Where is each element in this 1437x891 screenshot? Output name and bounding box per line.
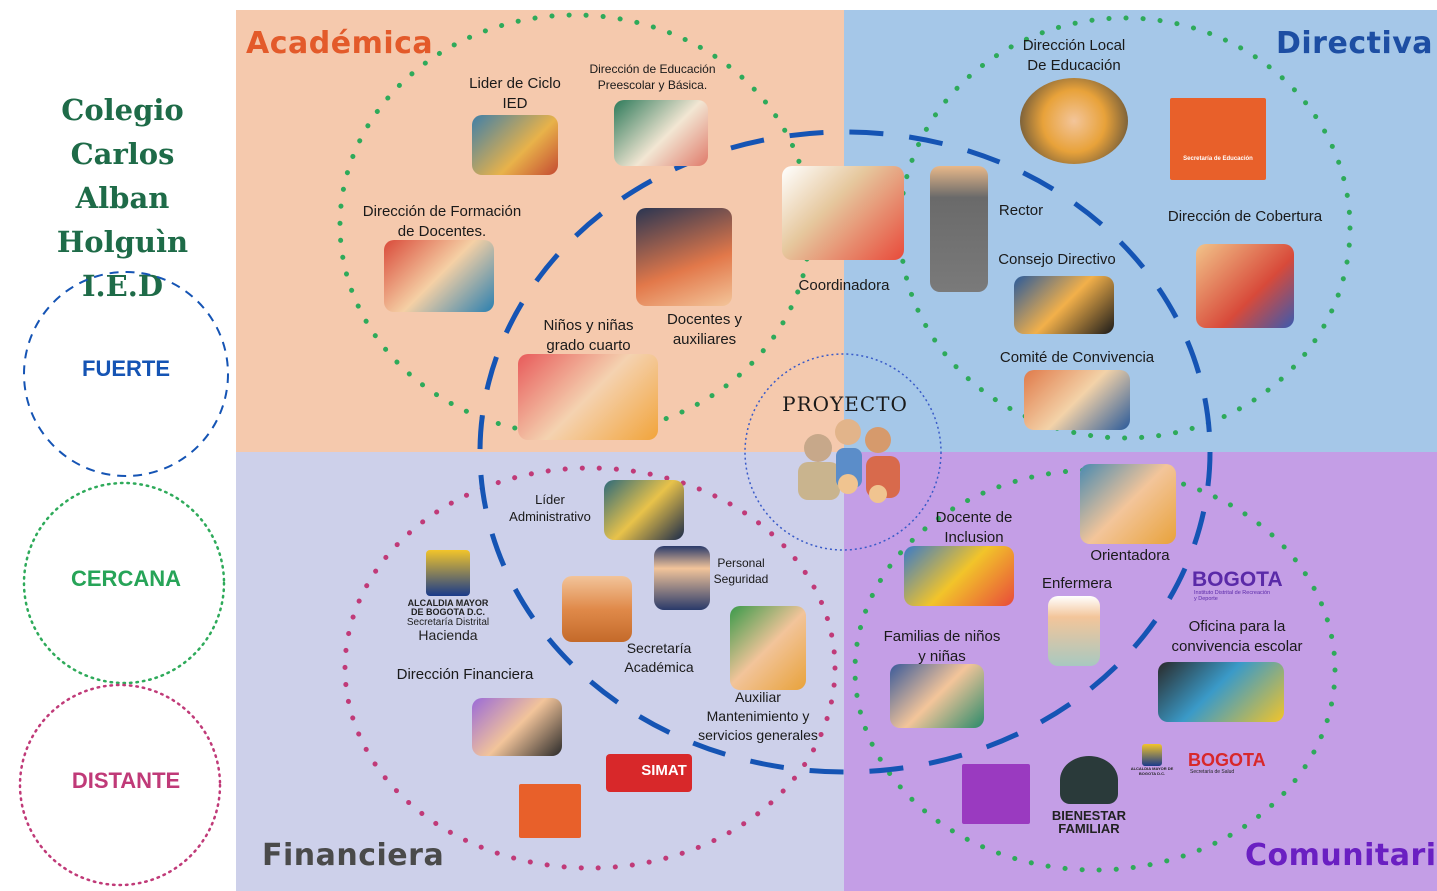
center-project-circle — [744, 353, 942, 551]
office-worker-icon — [614, 100, 708, 166]
legend-distant-label: DISTANTE — [71, 768, 181, 793]
sed-logo-icon — [1170, 98, 1266, 180]
school-name-line-2: Carlos — [70, 137, 175, 171]
bogota-salud-subtitle: Secretaría de Salud — [1190, 769, 1235, 775]
actor-enfermera: Enfermera — [1041, 575, 1113, 592]
bogota-idrd-logo: BOGOTA — [1192, 568, 1283, 591]
actor-coordinadora: Coordinadora — [798, 277, 890, 294]
actor-dir-local: Dirección Local De Educación — [1022, 37, 1126, 75]
legend-strong-shape — [23, 271, 229, 477]
simat-logo-icon — [606, 754, 692, 792]
quadrant-title-financiera: Financiera — [262, 838, 445, 873]
hacienda-logo-line-4: Hacienda — [418, 627, 478, 643]
quadrant-title-academica: Académica — [246, 26, 434, 61]
actor-consejo-directivo: Consejo Directivo — [998, 251, 1116, 268]
legend-close-shape — [22, 481, 226, 685]
actor-dir-formacion-docentes: Dirección de Formación de Docentes. — [362, 203, 522, 241]
hacienda-logo-line-1: ALCALDIA MAYOR — [407, 598, 489, 608]
sed-logo-text: Secretaría de Educación — [1183, 156, 1253, 162]
simat-logo-text: SIMAT — [641, 762, 687, 779]
meeting-icon — [782, 166, 904, 260]
quadrant-title-comunitaria: Comunitaria — [1245, 838, 1437, 873]
legend-distant-shape — [18, 683, 222, 887]
strong-ring-core — [477, 129, 1213, 775]
actor-rector: Rector — [998, 202, 1044, 219]
inclusion-icon — [904, 546, 1014, 606]
rector-man-icon — [930, 166, 988, 292]
actor-comite-convivencia: Comité de Convivencia — [999, 349, 1155, 366]
school-name-line-3: Alban Holguìn — [56, 181, 189, 259]
presentation-screen-icon — [1158, 662, 1284, 722]
tutoring-icon — [384, 240, 494, 312]
children-icon — [518, 354, 658, 440]
actor-oficina-convivencia: Oficina para la convivencia escolar — [1171, 618, 1303, 656]
legend-close-label: CERCANA — [71, 566, 181, 591]
bienestar-logo-line-1: BIENESTAR — [1051, 808, 1127, 823]
nurse-icon — [1048, 596, 1100, 666]
actor-docente-inclusion: Docente de Inclusion — [935, 509, 1013, 547]
hacienda-logo-line-2: DE BOGOTA D.C. — [411, 607, 485, 617]
actor-personal-seguridad: Personal Seguridad — [713, 556, 769, 586]
quadrant-title-directiva: Directiva — [1276, 26, 1434, 61]
family-icon — [798, 419, 900, 503]
desk-computer-icon — [1196, 244, 1294, 328]
teacher-woman-icon — [636, 208, 732, 306]
alcaldia-small-text: ALCALDIA MAYOR DE BOGOTA D.C. — [1130, 766, 1174, 776]
bogota-idrd-subtitle: Instituto Distrital de Recreación y Depo… — [1194, 590, 1271, 602]
actor-secretaria-academica: Secretaría Académica — [624, 640, 694, 675]
security-guard-icon — [654, 546, 710, 610]
alcaldia-shield-icon — [426, 550, 470, 596]
actor-dir-cobertura: Dirección de Cobertura — [1167, 208, 1323, 225]
actor-auxiliar-mantenimiento: Auxiliar Mantenimiento y servicios gener… — [698, 689, 818, 743]
actor-lider-ciclo: Lider de Ciclo IED — [469, 75, 561, 113]
actor-familias: Familias de niños y niñas — [883, 628, 1001, 666]
teacher-board-icon — [472, 115, 558, 175]
reading-family-icon — [890, 664, 984, 728]
actor-orientadora: Orientadora — [1090, 547, 1170, 564]
bienestar-hands-icon — [1060, 756, 1118, 804]
legend-strong-label: FUERTE — [82, 356, 170, 381]
secretary-desk-icon — [562, 576, 632, 642]
center-project-label: PROYECTO — [782, 392, 908, 416]
actor-docentes-auxiliares: Docentes y auxiliares — [666, 311, 743, 349]
actor-ninos-cuarto: Niños y niñas grado cuarto — [543, 317, 634, 355]
counseling-icon — [1080, 464, 1176, 544]
bogota-salud-logo: BOGOTA — [1188, 750, 1266, 770]
cleaning-worker-icon — [730, 606, 806, 690]
close-ring-comunitaria — [852, 467, 1338, 873]
admin-computer-icon — [604, 480, 684, 540]
school-name-line-1: Colegio — [61, 93, 184, 127]
distant-ring-financiera — [342, 465, 838, 871]
sed-logo-comunitaria-icon — [962, 764, 1030, 824]
actor-dir-educacion-preescolar: Dirección de Educación Preescolar y Bási… — [589, 62, 716, 92]
actor-lider-administrativo: Líder Administrativo — [509, 492, 591, 524]
sed-logo-financiera-icon — [519, 784, 581, 838]
gear-person-icon — [1020, 78, 1128, 164]
hacienda-logo-line-3: Secretaría Distrital — [406, 617, 490, 628]
bienestar-logo-line-2: FAMILIAR — [1058, 821, 1120, 836]
finance-computer-icon — [472, 698, 562, 756]
committee-icon — [1024, 370, 1130, 430]
council-table-icon — [1014, 276, 1114, 334]
actor-dir-financiera: Dirección Financiera — [396, 666, 534, 683]
alcaldia-small-shield-icon — [1142, 744, 1162, 766]
